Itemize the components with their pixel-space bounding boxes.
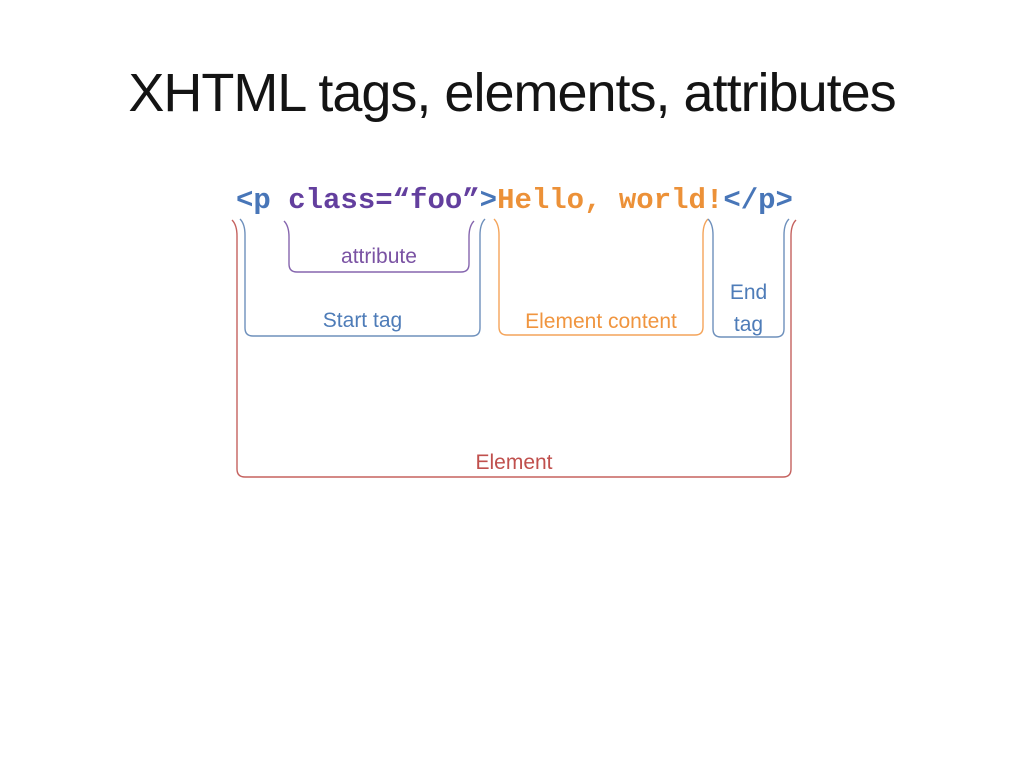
code-line: <p class=“foo”>Hello, world!</p> <box>236 184 793 218</box>
element-label: Element <box>475 451 553 474</box>
element-content-label: Element content <box>525 310 677 333</box>
code-start-tag-close: > <box>479 184 498 217</box>
start-tag-label: Start tag <box>322 309 403 332</box>
code-element-content: Hello, world! <box>497 184 724 217</box>
end-tag-label-line2: tag <box>733 313 764 336</box>
end-tag-label: End tag <box>713 277 784 341</box>
code-end-tag: </p> <box>723 184 793 217</box>
end-tag-label-line1: End <box>729 281 768 304</box>
attribute-label: attribute <box>341 245 417 268</box>
code-attribute: class=“foo” <box>288 184 480 217</box>
code-start-tag-open: <p <box>236 184 289 217</box>
slide-title: XHTML tags, elements, attributes <box>128 63 896 123</box>
